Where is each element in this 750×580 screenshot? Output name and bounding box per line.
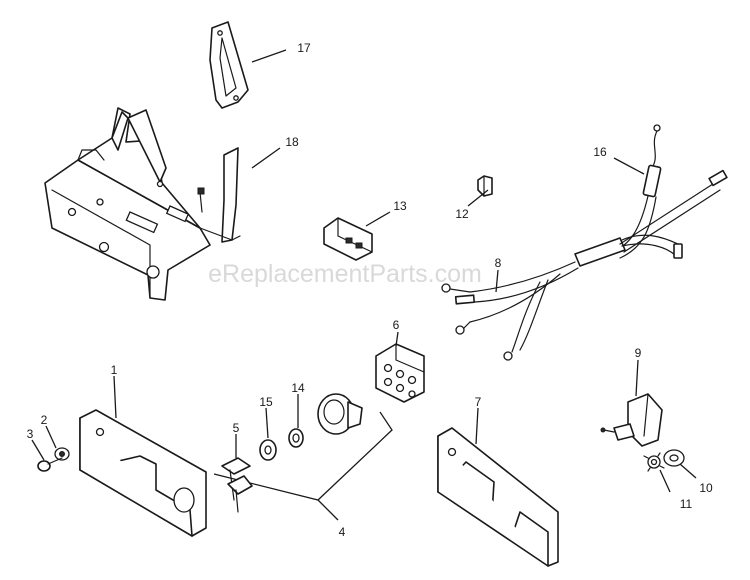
callout-2: 2: [41, 413, 48, 427]
callout-8: 8: [495, 256, 502, 270]
part-15-nut: [259, 439, 277, 461]
part-2-nut: [54, 447, 70, 461]
callout-11: 11: [680, 497, 693, 511]
part-7-plate: [437, 427, 559, 567]
part-5-keys: [221, 457, 253, 513]
part-13-connector: [323, 217, 373, 261]
callout-1: 1: [111, 363, 118, 377]
callout-9: 9: [635, 346, 642, 360]
callout-16: 16: [593, 145, 607, 159]
callout-14: 14: [291, 381, 305, 395]
callout-6: 6: [393, 318, 400, 332]
part-1-plate: [79, 409, 207, 537]
leader-lines: [31, 49, 697, 521]
part-16-harness: [574, 124, 728, 267]
callout-10: 10: [699, 481, 713, 495]
part-18-control-bracket: [44, 107, 241, 301]
watermark-text: eReplacementParts.com: [208, 260, 482, 288]
part-17-bracket: [209, 21, 249, 109]
part-4-ignition-switch-kit: [213, 411, 393, 501]
part-3-screw: [37, 457, 63, 472]
part-10-washer: [663, 449, 685, 467]
ignition-switch-body: [317, 393, 363, 435]
part-11-lock-washer: [643, 452, 665, 472]
callout-4: 4: [339, 525, 346, 539]
callout-15: 15: [259, 395, 273, 409]
callout-labels: 1 2 3 4 5 6 7 8 9 10 11 12 13 14 15 16 1…: [27, 41, 713, 539]
part-6-plug: [375, 343, 425, 403]
callout-18: 18: [285, 135, 299, 149]
callout-17: 17: [297, 41, 311, 55]
part-9-toggle-switch: [600, 393, 663, 447]
callout-3: 3: [27, 427, 34, 441]
part-14-washer: [288, 428, 304, 448]
callout-5: 5: [233, 421, 240, 435]
callout-7: 7: [475, 395, 482, 409]
callout-12: 12: [455, 207, 469, 221]
callout-13: 13: [393, 199, 407, 213]
part-8-harness: [441, 261, 579, 361]
